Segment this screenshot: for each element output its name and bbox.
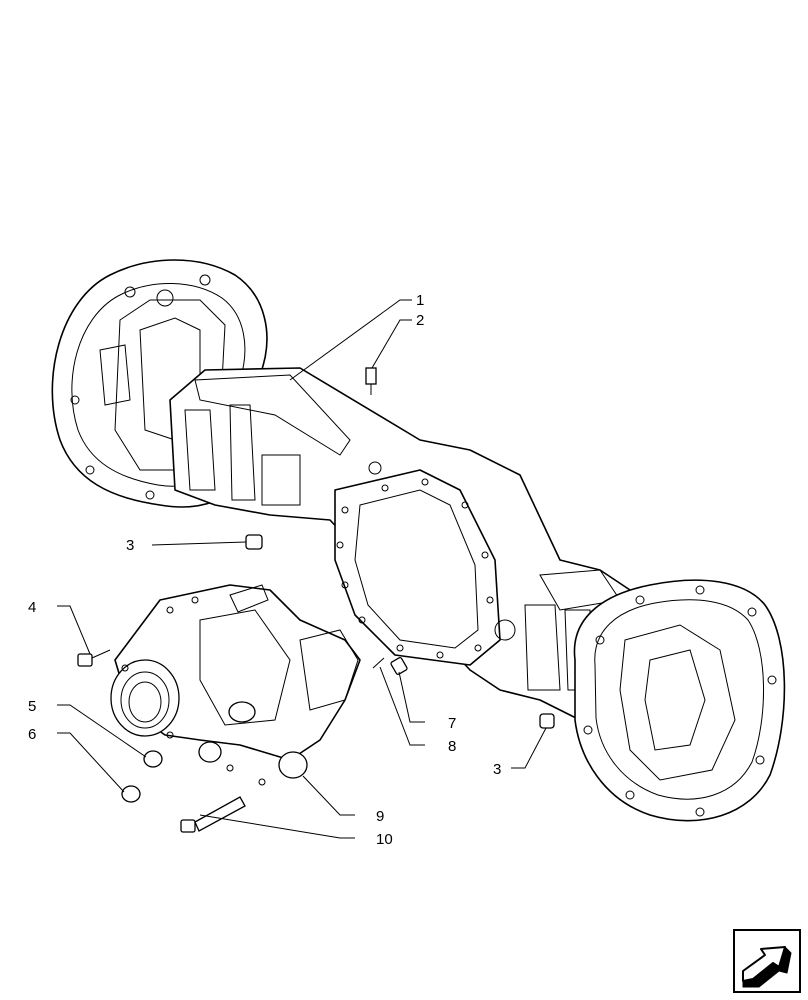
callout-8: 8 xyxy=(448,738,456,755)
next-page-button[interactable] xyxy=(733,929,801,993)
differential-carrier xyxy=(110,584,361,786)
plug-6 xyxy=(121,785,141,803)
callout-9: 9 xyxy=(376,808,384,825)
plug-right xyxy=(539,713,555,729)
callout-2: 2 xyxy=(416,312,424,329)
leader-lines xyxy=(57,299,547,839)
plug-5 xyxy=(143,750,163,768)
bolt-4 xyxy=(77,649,111,667)
callout-10: 10 xyxy=(376,831,393,848)
right-hub-housing xyxy=(573,579,786,822)
plug-left xyxy=(245,534,263,550)
center-flange xyxy=(334,469,516,666)
callout-5: 5 xyxy=(28,698,36,715)
callout-1: 1 xyxy=(416,292,424,309)
bolt-10 xyxy=(180,796,246,833)
callout-3-left: 3 xyxy=(126,537,134,554)
callout-6: 6 xyxy=(28,726,36,743)
callout-7: 7 xyxy=(448,715,456,732)
breather-fitting xyxy=(365,367,377,395)
callout-4: 4 xyxy=(28,599,36,616)
pin-7 xyxy=(390,657,408,675)
dowel-8 xyxy=(372,657,385,669)
callout-3-right: 3 xyxy=(493,761,501,778)
next-page-arrow-icon xyxy=(742,946,792,988)
